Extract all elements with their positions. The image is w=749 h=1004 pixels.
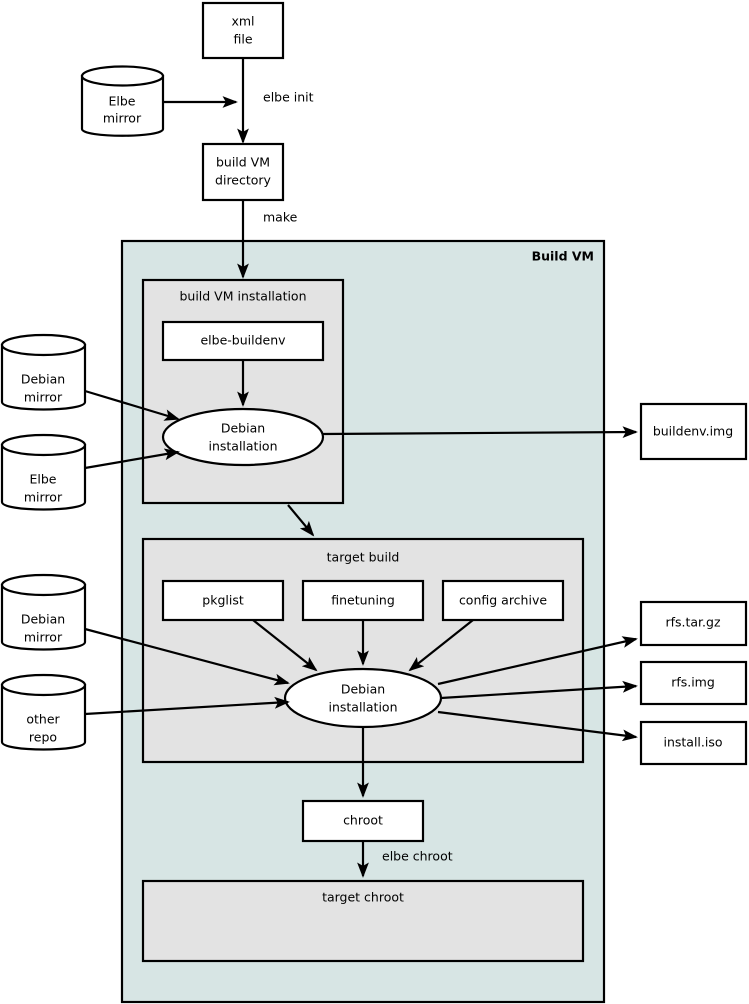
install-iso-label: install.iso <box>663 735 722 750</box>
debian-mirror-upper-cylinder[interactable] <box>0 333 87 411</box>
debian-mirror-lower-label-line2: mirror <box>24 630 63 645</box>
elbe-buildenv-label: elbe-buildenv <box>200 333 286 348</box>
edge-pkglist-to-debian-install-bottom <box>252 619 318 672</box>
target-chroot-title: target chroot <box>322 890 404 905</box>
buildenv-img-label: buildenv.img <box>653 424 733 439</box>
debian-mirror-upper-label-line2: mirror <box>24 390 63 405</box>
buildenv-img-node[interactable] <box>639 402 748 461</box>
pkglist-node[interactable] <box>161 579 285 622</box>
debian-installation-bottom-node[interactable] <box>283 667 443 729</box>
build-vm-container-title: Build VM <box>532 249 594 264</box>
rfs-targz-node[interactable] <box>639 600 748 647</box>
chroot-node[interactable] <box>301 799 425 843</box>
build-vm-directory-label-line2: directory <box>215 173 272 188</box>
edge-label-elbe-chroot: elbe chroot <box>382 849 453 864</box>
edge-label-elbe-init: elbe init <box>263 90 314 105</box>
edge-debian-install-bottom-to-install-iso <box>437 710 638 742</box>
xml-file-label-line1: xml <box>231 14 254 29</box>
rfs-targz-label: rfs.tar.gz <box>665 615 720 630</box>
other-repo-label-line1: other <box>26 712 60 727</box>
debian-installation-top-node[interactable] <box>161 407 325 467</box>
rfs-img-label: rfs.img <box>671 675 715 690</box>
edge-label-make: make <box>263 210 298 225</box>
xml-file-node[interactable] <box>201 1 285 60</box>
edge-other-repo-to-debian-install-bottom <box>84 696 290 716</box>
debian-mirror-upper-label-line1: Debian <box>21 372 65 387</box>
edge-build-vm-installation-to-target-build <box>287 504 315 537</box>
finetuning-label: finetuning <box>331 593 395 608</box>
debian-installation-top-label-line1: Debian <box>221 421 265 436</box>
debian-installation-bottom-label-line2: installation <box>328 700 397 715</box>
config-archive-node[interactable] <box>441 579 565 622</box>
rfs-img-node[interactable] <box>639 660 748 706</box>
edge-debian-install-top-to-buildenv-img <box>322 426 638 438</box>
edge-elbe-mirror-lower-to-debian-install-top <box>84 448 180 470</box>
elbe-mirror-top-label-line2: mirror <box>103 111 142 126</box>
elbe-mirror-lower-cylinder[interactable] <box>0 433 87 511</box>
build-vm-directory-label-line1: build VM <box>216 155 270 170</box>
debian-mirror-lower-cylinder[interactable] <box>0 573 87 651</box>
debian-installation-top-label-line2: installation <box>208 439 277 454</box>
build-vm-directory-node[interactable] <box>201 142 285 202</box>
other-repo-label-line2: repo <box>29 730 57 745</box>
pkglist-label: pkglist <box>202 593 244 608</box>
target-chroot-group <box>141 879 585 963</box>
other-repo-cylinder[interactable] <box>0 673 87 751</box>
elbe-mirror-top-cylinder[interactable] <box>80 65 165 137</box>
edge-debian-mirror-upper-to-debian-install-top <box>84 389 180 421</box>
elbe-mirror-lower-label-line2: mirror <box>24 490 63 505</box>
config-archive-label: config archive <box>459 593 547 608</box>
debian-mirror-lower-label-line1: Debian <box>21 612 65 627</box>
edge-config-archive-to-debian-install-bottom <box>408 619 474 672</box>
xml-file-label-line2: file <box>233 32 252 47</box>
edge-debian-install-bottom-to-rfs-img <box>440 680 638 700</box>
edge-debian-install-bottom-to-rfs-targz <box>437 636 638 686</box>
chroot-label: chroot <box>343 813 383 828</box>
target-build-title: target build <box>327 550 400 565</box>
elbe-mirror-top-label-line1: Elbe <box>109 94 136 109</box>
debian-installation-bottom-label-line1: Debian <box>341 682 385 697</box>
edge-debian-mirror-lower-to-debian-install-bottom <box>84 627 290 686</box>
install-iso-node[interactable] <box>639 720 748 766</box>
elbe-mirror-lower-label-line1: Elbe <box>30 472 57 487</box>
build-vm-installation-title: build VM installation <box>179 289 306 304</box>
elbe-buildenv-node[interactable] <box>161 320 325 362</box>
